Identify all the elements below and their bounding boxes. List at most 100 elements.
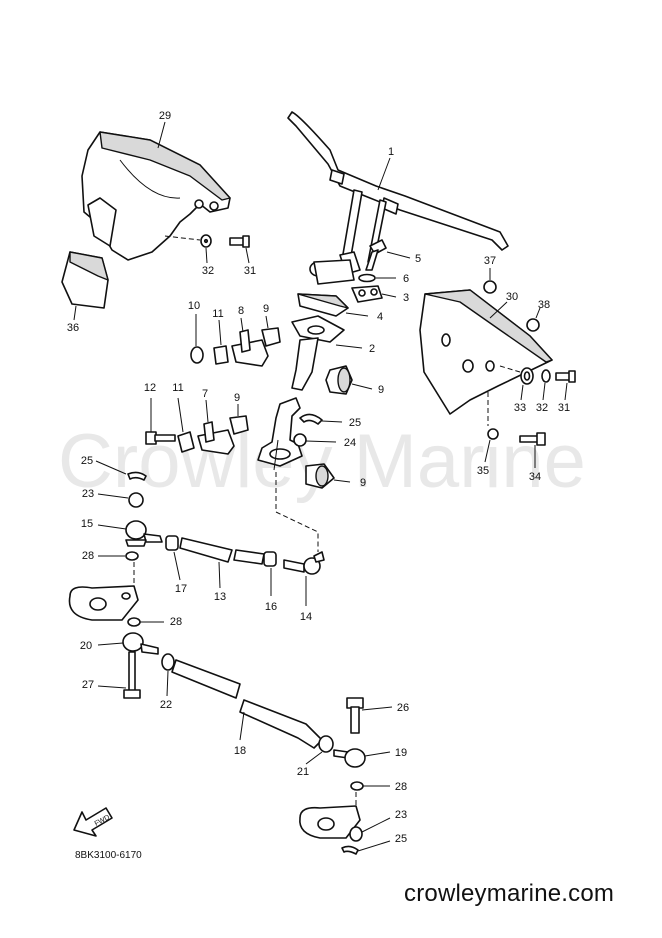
callout-32a: 32 — [202, 265, 214, 277]
callout-19: 19 — [395, 747, 407, 759]
cotter-pin-25-b — [127, 471, 147, 481]
callout-20: 20 — [80, 640, 92, 652]
callout-35: 35 — [477, 465, 489, 477]
callout-32b: 32 — [536, 402, 548, 414]
diagram-code: 8BK3100-6170 — [75, 850, 142, 861]
nut-24 — [293, 433, 307, 447]
callout-14: 14 — [300, 611, 312, 623]
washer-28-a — [125, 551, 139, 561]
bushing-9-a — [325, 365, 353, 395]
callout-26: 26 — [397, 702, 409, 714]
column-2 — [291, 315, 345, 391]
callout-24: 24 — [344, 437, 356, 449]
callout-18: 18 — [234, 745, 246, 757]
handlebar-1 — [287, 111, 509, 285]
callout-37: 37 — [484, 255, 496, 267]
steering-cover-29 — [81, 131, 231, 261]
nut-23-b — [349, 826, 363, 842]
callout-9a: 9 — [378, 384, 384, 396]
cable-13 — [179, 537, 265, 565]
side-cover-30 — [419, 289, 553, 415]
callout-9d: 9 — [360, 477, 366, 489]
washer-35 — [487, 428, 499, 440]
pad-36 — [61, 251, 109, 309]
collar-16 — [263, 551, 277, 567]
callout-36: 36 — [67, 322, 79, 334]
callout-6: 6 — [403, 273, 409, 285]
callout-16: 16 — [265, 601, 277, 613]
bolt-27 — [123, 651, 141, 699]
callout-5: 5 — [415, 253, 421, 265]
callout-9b: 9 — [263, 303, 269, 315]
callout-30: 30 — [506, 291, 518, 303]
website-label[interactable]: crowleymarine.com — [404, 880, 615, 907]
cotter-pin-25-c — [341, 845, 359, 855]
callout-7: 7 — [202, 388, 208, 400]
callout-25b: 25 — [81, 455, 93, 467]
callout-28a: 28 — [82, 550, 94, 562]
collar-21 — [318, 735, 334, 753]
callout-23b: 23 — [395, 809, 407, 821]
bushing-9-b — [261, 327, 281, 347]
nut-38 — [526, 318, 540, 332]
grommet-33 — [520, 367, 534, 385]
callout-27: 27 — [82, 679, 94, 691]
bolt-5 — [365, 239, 387, 271]
callout-9c: 9 — [234, 392, 240, 404]
callout-25a: 25 — [349, 417, 361, 429]
callout-34: 34 — [529, 471, 541, 483]
callout-28c: 28 — [395, 781, 407, 793]
bushing-9-c — [229, 415, 249, 435]
callout-21: 21 — [297, 766, 309, 778]
bracket-7 — [197, 421, 235, 455]
lever-arm-lower — [299, 805, 361, 839]
bolt-34 — [519, 432, 546, 446]
cable-18 — [171, 659, 323, 749]
callout-38: 38 — [538, 299, 550, 311]
bracket-8 — [231, 329, 269, 367]
callout-8: 8 — [238, 305, 244, 317]
washer-28-c — [350, 781, 364, 791]
washer-32-right — [541, 369, 551, 383]
callout-15: 15 — [81, 518, 93, 530]
washer-32-left — [200, 234, 212, 248]
fwd-arrow-icon: FWD — [73, 807, 113, 837]
lever-arm-upper — [68, 585, 139, 621]
callout-3: 3 — [403, 292, 409, 304]
callout-33: 33 — [514, 402, 526, 414]
callout-31b: 31 — [558, 402, 570, 414]
clamp-3 — [351, 285, 383, 303]
collar-22 — [161, 653, 175, 671]
bolt-31-left — [229, 235, 250, 248]
callout-10: 10 — [188, 300, 200, 312]
plate-11-a — [213, 345, 229, 365]
callout-23a: 23 — [82, 488, 94, 500]
bushing-9-d — [305, 463, 335, 489]
nut-10 — [190, 346, 204, 364]
ball-joint-15 — [125, 520, 163, 547]
callout-31a: 31 — [244, 265, 256, 277]
bolt-31-right — [555, 370, 576, 383]
washer-6 — [358, 273, 376, 283]
callout-1: 1 — [388, 146, 394, 158]
bolt-26 — [346, 697, 364, 734]
callout-2: 2 — [369, 343, 375, 355]
callout-22: 22 — [160, 699, 172, 711]
ball-joint-19 — [333, 748, 366, 768]
callout-13: 13 — [214, 591, 226, 603]
plate-11-b — [177, 431, 195, 453]
washer-28-b — [127, 617, 141, 627]
cotter-pin-25-a — [299, 413, 323, 425]
watermark-text: Crowley Marine — [58, 419, 586, 504]
callout-17: 17 — [175, 583, 187, 595]
callout-11b: 11 — [172, 382, 183, 394]
ball-joint-14 — [283, 551, 325, 575]
callout-12: 12 — [144, 382, 156, 394]
callout-28b: 28 — [170, 616, 182, 628]
callout-29: 29 — [159, 110, 171, 122]
column-lower — [257, 397, 303, 471]
callout-4: 4 — [377, 311, 383, 323]
callout-25c: 25 — [395, 833, 407, 845]
nut-23-a — [128, 492, 144, 508]
